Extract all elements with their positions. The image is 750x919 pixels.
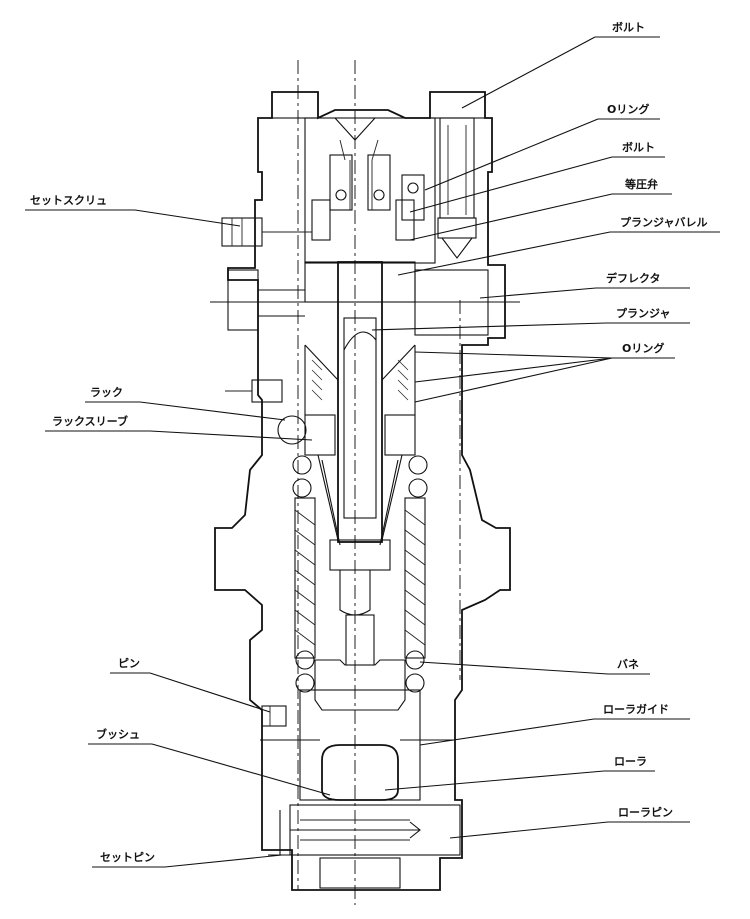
top-head-block [304,117,436,264]
deflector-flange [227,269,259,331]
label-roller: ローラ [614,755,647,768]
delivery-valve-holder-left [329,154,353,211]
bolt-head [437,217,477,239]
label-bolt-2: ボルト [622,140,655,154]
delivery-valve-cone [334,117,376,141]
o-ring-hatching [311,359,409,401]
label-rack: ラック [90,386,123,399]
label-o-ring-2: Oリング [622,341,664,355]
plunger-barrel [337,261,383,543]
label-o-ring-1: Oリング [607,102,649,116]
plunger [343,317,377,519]
rack [251,379,283,403]
label-plunger: プランジャ [616,306,670,320]
pin [261,705,287,727]
label-deflector: デフレクタ [606,271,661,285]
label-set-pin: セットピン [100,851,155,864]
spring-lower-seat [314,659,406,711]
label-bolt-top: ボルト [612,20,645,34]
spring-right [404,497,426,659]
plunger-lower-shaft [329,539,391,571]
set-pin [268,810,290,856]
rack-sleeve-ball [277,415,307,445]
label-roller-pin: ローラピン [618,806,673,819]
label-pin: ピン [118,657,140,670]
label-bush: ブッシュ [96,727,140,741]
label-rack-sleeve: ラックスリーブ [52,414,128,428]
label-roller-guide: ローラガイド [603,702,669,716]
label-plunger-barrel: プランジャバレル [620,215,707,229]
label-set-screw: セットスクリュ [30,194,107,207]
label-equal-pressure-valve: 等圧弁 [624,177,658,191]
delivery-valve-holder-right [367,154,391,211]
bolt-tip [441,237,473,259]
top-right-cap [429,91,486,119]
label-spring: バネ [617,658,639,671]
spring-left [294,497,316,659]
top-left-cap [271,91,319,119]
roller [321,744,399,801]
equal-pressure-valve [401,174,425,221]
